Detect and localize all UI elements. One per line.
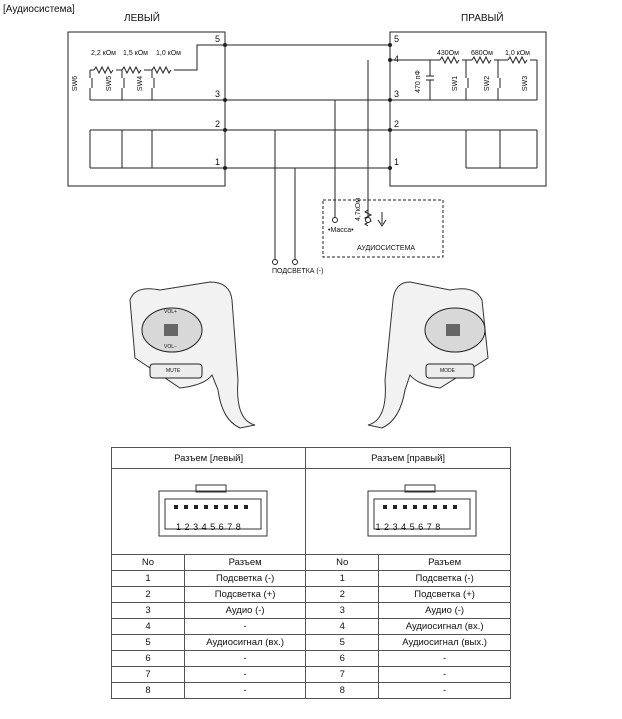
mode-button[interactable]: MODE: [440, 368, 455, 374]
right-connector-image: 1 2 3 4 5 6 7 8: [305, 468, 511, 555]
right-pin-2: 2: [394, 119, 400, 129]
resistor-label: 680Ом: [471, 50, 493, 57]
right-connector-pins: 1 2 3 4 5 6 7 8: [375, 521, 441, 532]
switch-label: SW1: [452, 75, 460, 92]
switch-label: SW2: [484, 75, 492, 92]
resistor-label: 1,0 кОм: [505, 50, 530, 57]
mute-button[interactable]: MUTE: [166, 368, 181, 374]
resistor-label: 1,0 кОм: [156, 50, 181, 57]
resistor-label: 1,5 кОм: [123, 50, 148, 57]
vol-up-button[interactable]: VOL+: [164, 309, 177, 315]
switch-label: SW5: [106, 75, 114, 92]
col-conn-left: Разъем: [183, 554, 307, 571]
right-switch-label: ПРАВЫЙ: [461, 13, 504, 24]
table-row: 6-6-: [111, 650, 511, 667]
vol-down-button[interactable]: VOL−: [164, 344, 177, 350]
table-row: 8-8-: [111, 682, 511, 699]
left-pin-3: 3: [215, 89, 221, 99]
right-pin-5: 5: [394, 34, 400, 44]
left-switch-label: ЛЕВЫЙ: [124, 13, 160, 24]
resistor-label: 430Ом: [437, 50, 459, 57]
right-module-box: [389, 31, 547, 187]
backlight-label: ПОДСВЕТКА (-): [272, 268, 324, 275]
switch-label: SW6: [72, 75, 80, 92]
right-pin-3: 3: [394, 89, 400, 99]
left-connector-image: 1 2 3 4 5 6 7 8: [110, 468, 307, 555]
left-pin-5: 5: [215, 34, 221, 44]
left-pin-1: 1: [215, 157, 221, 167]
connector-pin-table: Разъем [левый] Разъем [правый] 1 2 3 4 5…: [110, 447, 511, 699]
switch-label: SW4: [137, 75, 145, 92]
col-conn-right: Разъем: [378, 554, 511, 571]
right-pin-4: 4: [394, 54, 400, 64]
audio-resistor-label: 4,7кОм: [355, 197, 363, 222]
left-module-box: [67, 31, 226, 187]
table-left-header: Разъем [левый]: [110, 447, 307, 469]
col-no-left: No: [111, 554, 185, 571]
left-pin-2: 2: [215, 119, 221, 129]
switch-label: SW3: [522, 75, 530, 92]
page-title: [Аудиосистема]: [3, 4, 75, 15]
capacitor-label: 470 пФ: [414, 70, 422, 93]
resistor-label: 2,2 кОм: [91, 50, 116, 57]
table-right-header: Разъем [правый]: [305, 447, 511, 469]
col-no-right: No: [305, 554, 380, 571]
ground-label: •Масса•: [328, 227, 354, 234]
table-row: 7-7-: [111, 666, 511, 683]
left-connector-pins: 1 2 3 4 5 6 7 8: [176, 521, 242, 532]
right-pin-1: 1: [394, 157, 400, 167]
audio-system-label: АУДИОСИСТЕМА: [357, 245, 416, 252]
